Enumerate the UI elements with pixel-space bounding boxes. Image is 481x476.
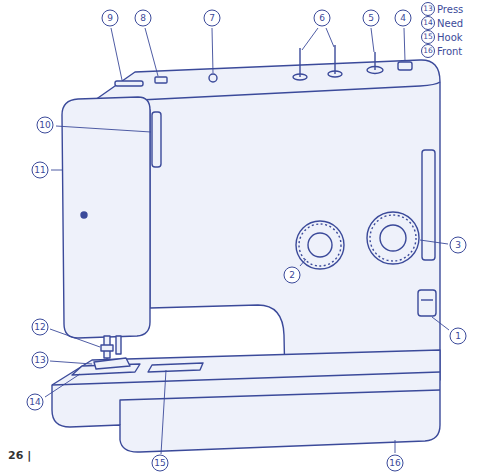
body-edge <box>140 82 440 100</box>
callout-number: 3 <box>450 237 467 254</box>
leader-line <box>212 28 213 73</box>
part-name: Press <box>436 4 464 15</box>
leader-line <box>300 259 306 266</box>
callout-number: 13 <box>421 2 435 16</box>
presser-bar <box>116 336 121 354</box>
hook-cover <box>148 363 203 372</box>
presser-foot <box>94 358 130 369</box>
part-name: Hook <box>436 32 464 43</box>
bobbin-winder-spindle <box>374 52 375 70</box>
dial-ridges <box>370 215 416 261</box>
leader-line <box>50 361 92 364</box>
leader-line <box>395 440 396 453</box>
dial-hub <box>308 233 332 257</box>
lever-grip <box>421 299 433 300</box>
callout-number: 14 <box>27 394 44 411</box>
callout-number: 6 <box>314 10 331 27</box>
callout-number: 13 <box>32 352 49 369</box>
base-edge <box>52 372 440 385</box>
part-name: Need <box>436 18 464 29</box>
pattern-window <box>422 150 435 260</box>
callout-number: 1 <box>450 328 467 345</box>
callout-number: 2 <box>284 267 301 284</box>
thread-guide <box>155 77 167 83</box>
dial <box>367 212 419 264</box>
callout-number: 16 <box>387 455 404 472</box>
leader-line <box>45 374 80 397</box>
callout-number: 8 <box>135 10 152 27</box>
take-up-slot <box>115 81 143 86</box>
cover-screw <box>81 212 87 218</box>
callout-number: 14 <box>421 16 435 30</box>
callout-number: 5 <box>363 10 380 27</box>
needle-clamp <box>101 345 113 351</box>
leader-line <box>371 28 374 52</box>
callout-number: 11 <box>32 162 49 179</box>
machine-base <box>52 350 440 452</box>
part-name: Front <box>436 46 463 57</box>
callout-number: 15 <box>152 455 169 472</box>
face-cover <box>62 97 150 338</box>
leader-line <box>51 170 63 171</box>
bobbin-winder-stopper <box>398 62 412 70</box>
callout-number: 15 <box>421 30 435 44</box>
leader-line <box>420 240 448 244</box>
callout-number: 10 <box>37 117 54 134</box>
spool-pin <box>299 48 300 77</box>
callout-number: 9 <box>102 10 119 27</box>
callout-number: 16 <box>421 44 435 58</box>
leader-line <box>326 28 334 47</box>
leader-line <box>161 370 166 454</box>
page-number: 26 | <box>8 449 31 462</box>
leader-line <box>56 126 151 132</box>
spool-pin <box>334 45 335 74</box>
callout-number: 7 <box>204 10 221 27</box>
leader-line <box>50 329 100 347</box>
leader-line <box>432 317 449 330</box>
leader-line <box>302 28 318 50</box>
dial <box>296 221 344 269</box>
accessory-box-edge <box>120 390 440 425</box>
leader-line <box>404 28 405 61</box>
take-up-lever-slot <box>152 112 161 167</box>
leader-line <box>145 28 158 76</box>
callout-number: 12 <box>32 319 49 336</box>
reverse-lever <box>418 290 436 316</box>
leader-line <box>111 28 122 80</box>
callout-number: 4 <box>395 10 412 27</box>
thread-guide <box>209 74 217 82</box>
dial-ridges <box>299 224 341 266</box>
dial-hub <box>380 225 406 251</box>
